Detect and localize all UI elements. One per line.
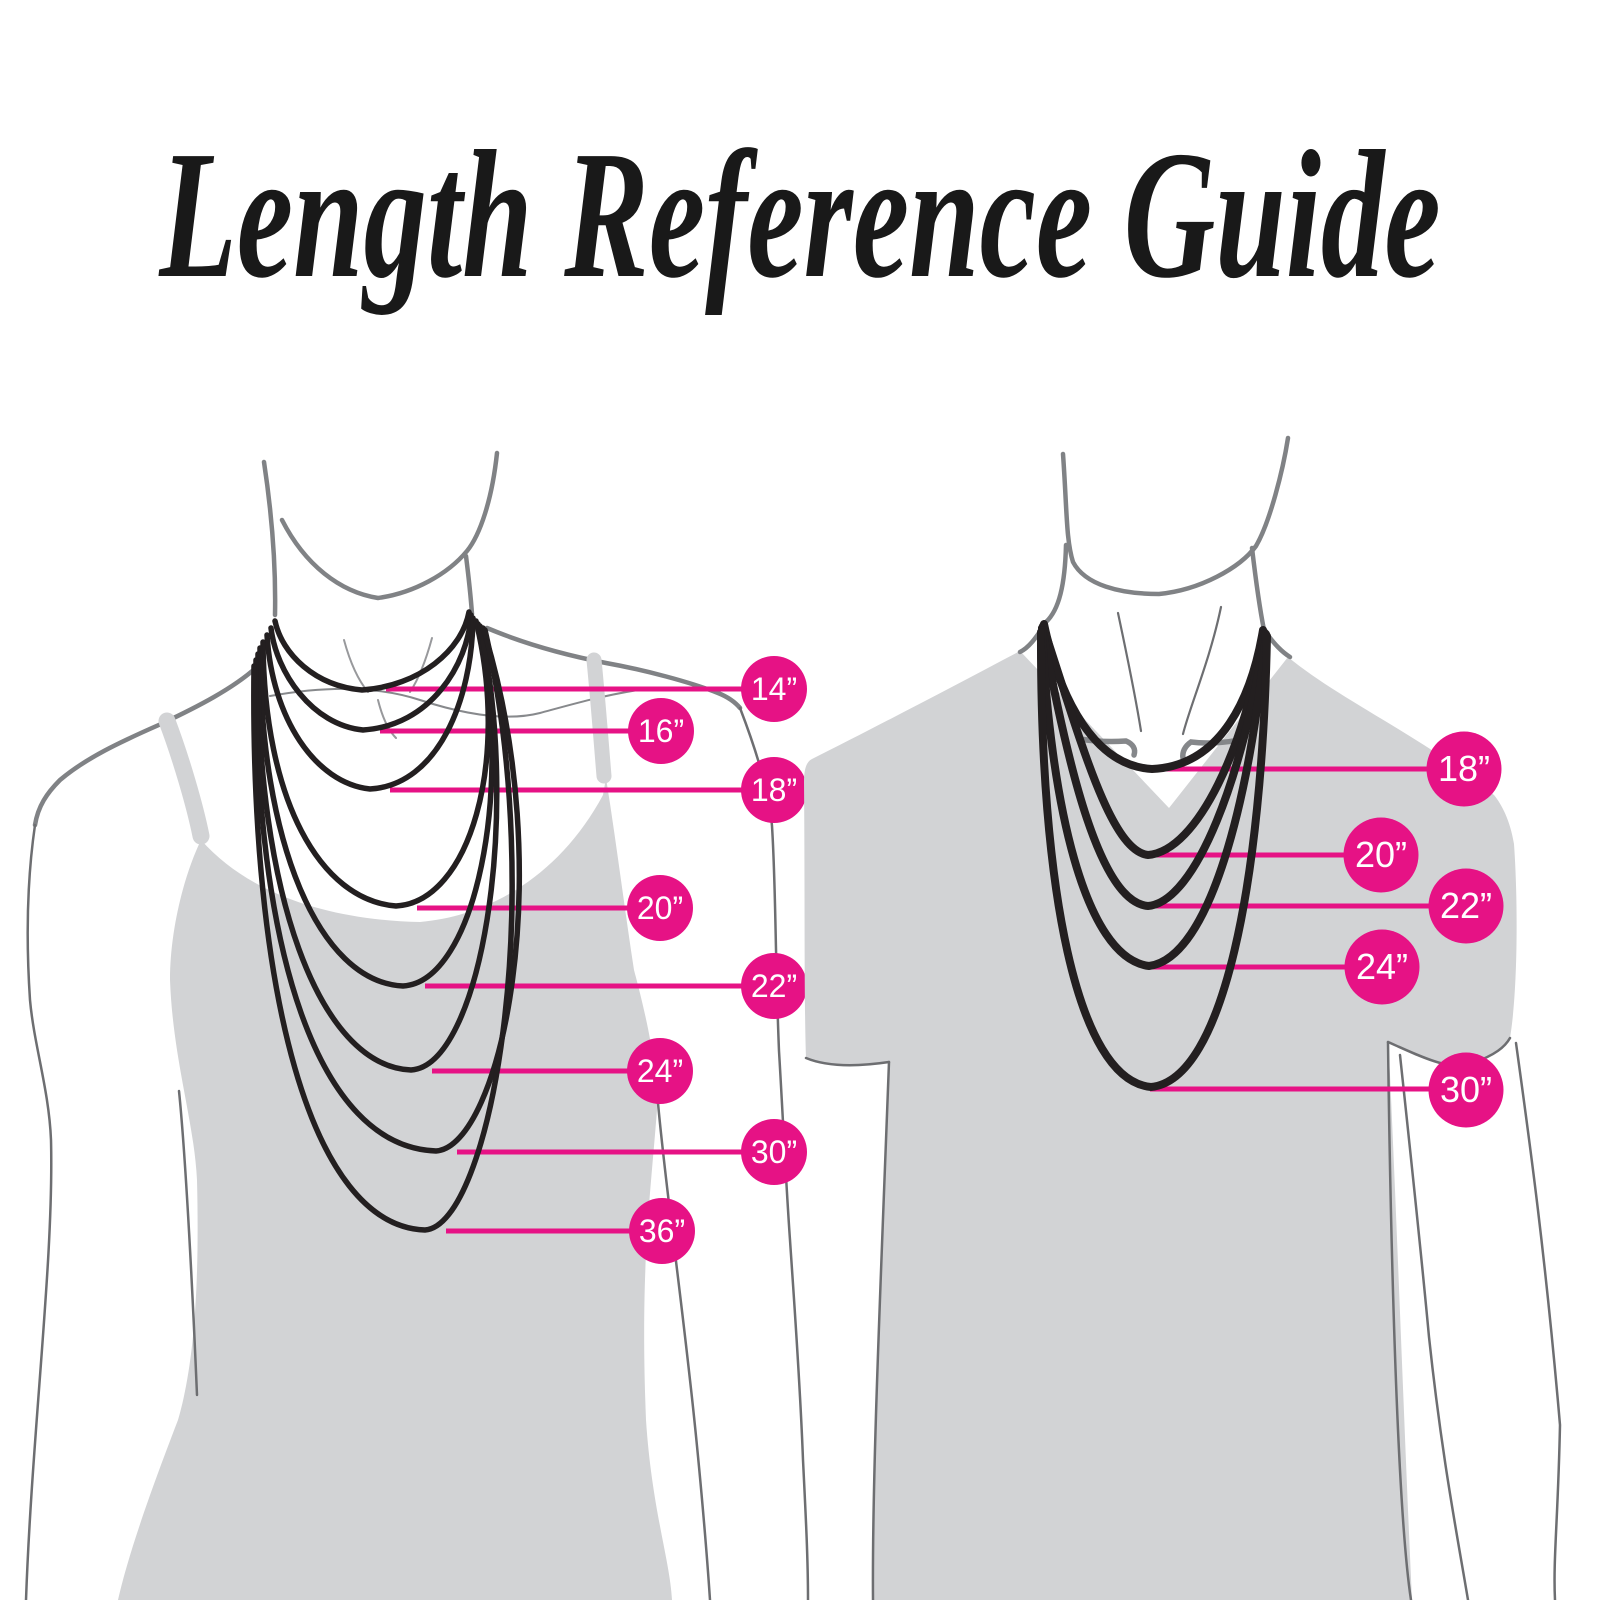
svg-text:16”: 16” bbox=[638, 713, 684, 749]
svg-text:22”: 22” bbox=[751, 968, 797, 1004]
svg-text:36”: 36” bbox=[639, 1213, 685, 1249]
svg-text:20”: 20” bbox=[1355, 834, 1407, 875]
svg-text:30”: 30” bbox=[751, 1134, 797, 1170]
svg-text:18”: 18” bbox=[751, 772, 797, 808]
svg-text:Length Reference Guide: Length Reference Guide bbox=[158, 114, 1441, 316]
svg-text:24”: 24” bbox=[1356, 946, 1408, 987]
svg-text:14”: 14” bbox=[751, 671, 797, 707]
svg-text:20”: 20” bbox=[637, 890, 683, 926]
svg-text:22”: 22” bbox=[1440, 885, 1492, 926]
svg-text:18”: 18” bbox=[1438, 748, 1490, 789]
svg-text:30”: 30” bbox=[1440, 1069, 1492, 1110]
svg-text:24”: 24” bbox=[637, 1053, 683, 1089]
